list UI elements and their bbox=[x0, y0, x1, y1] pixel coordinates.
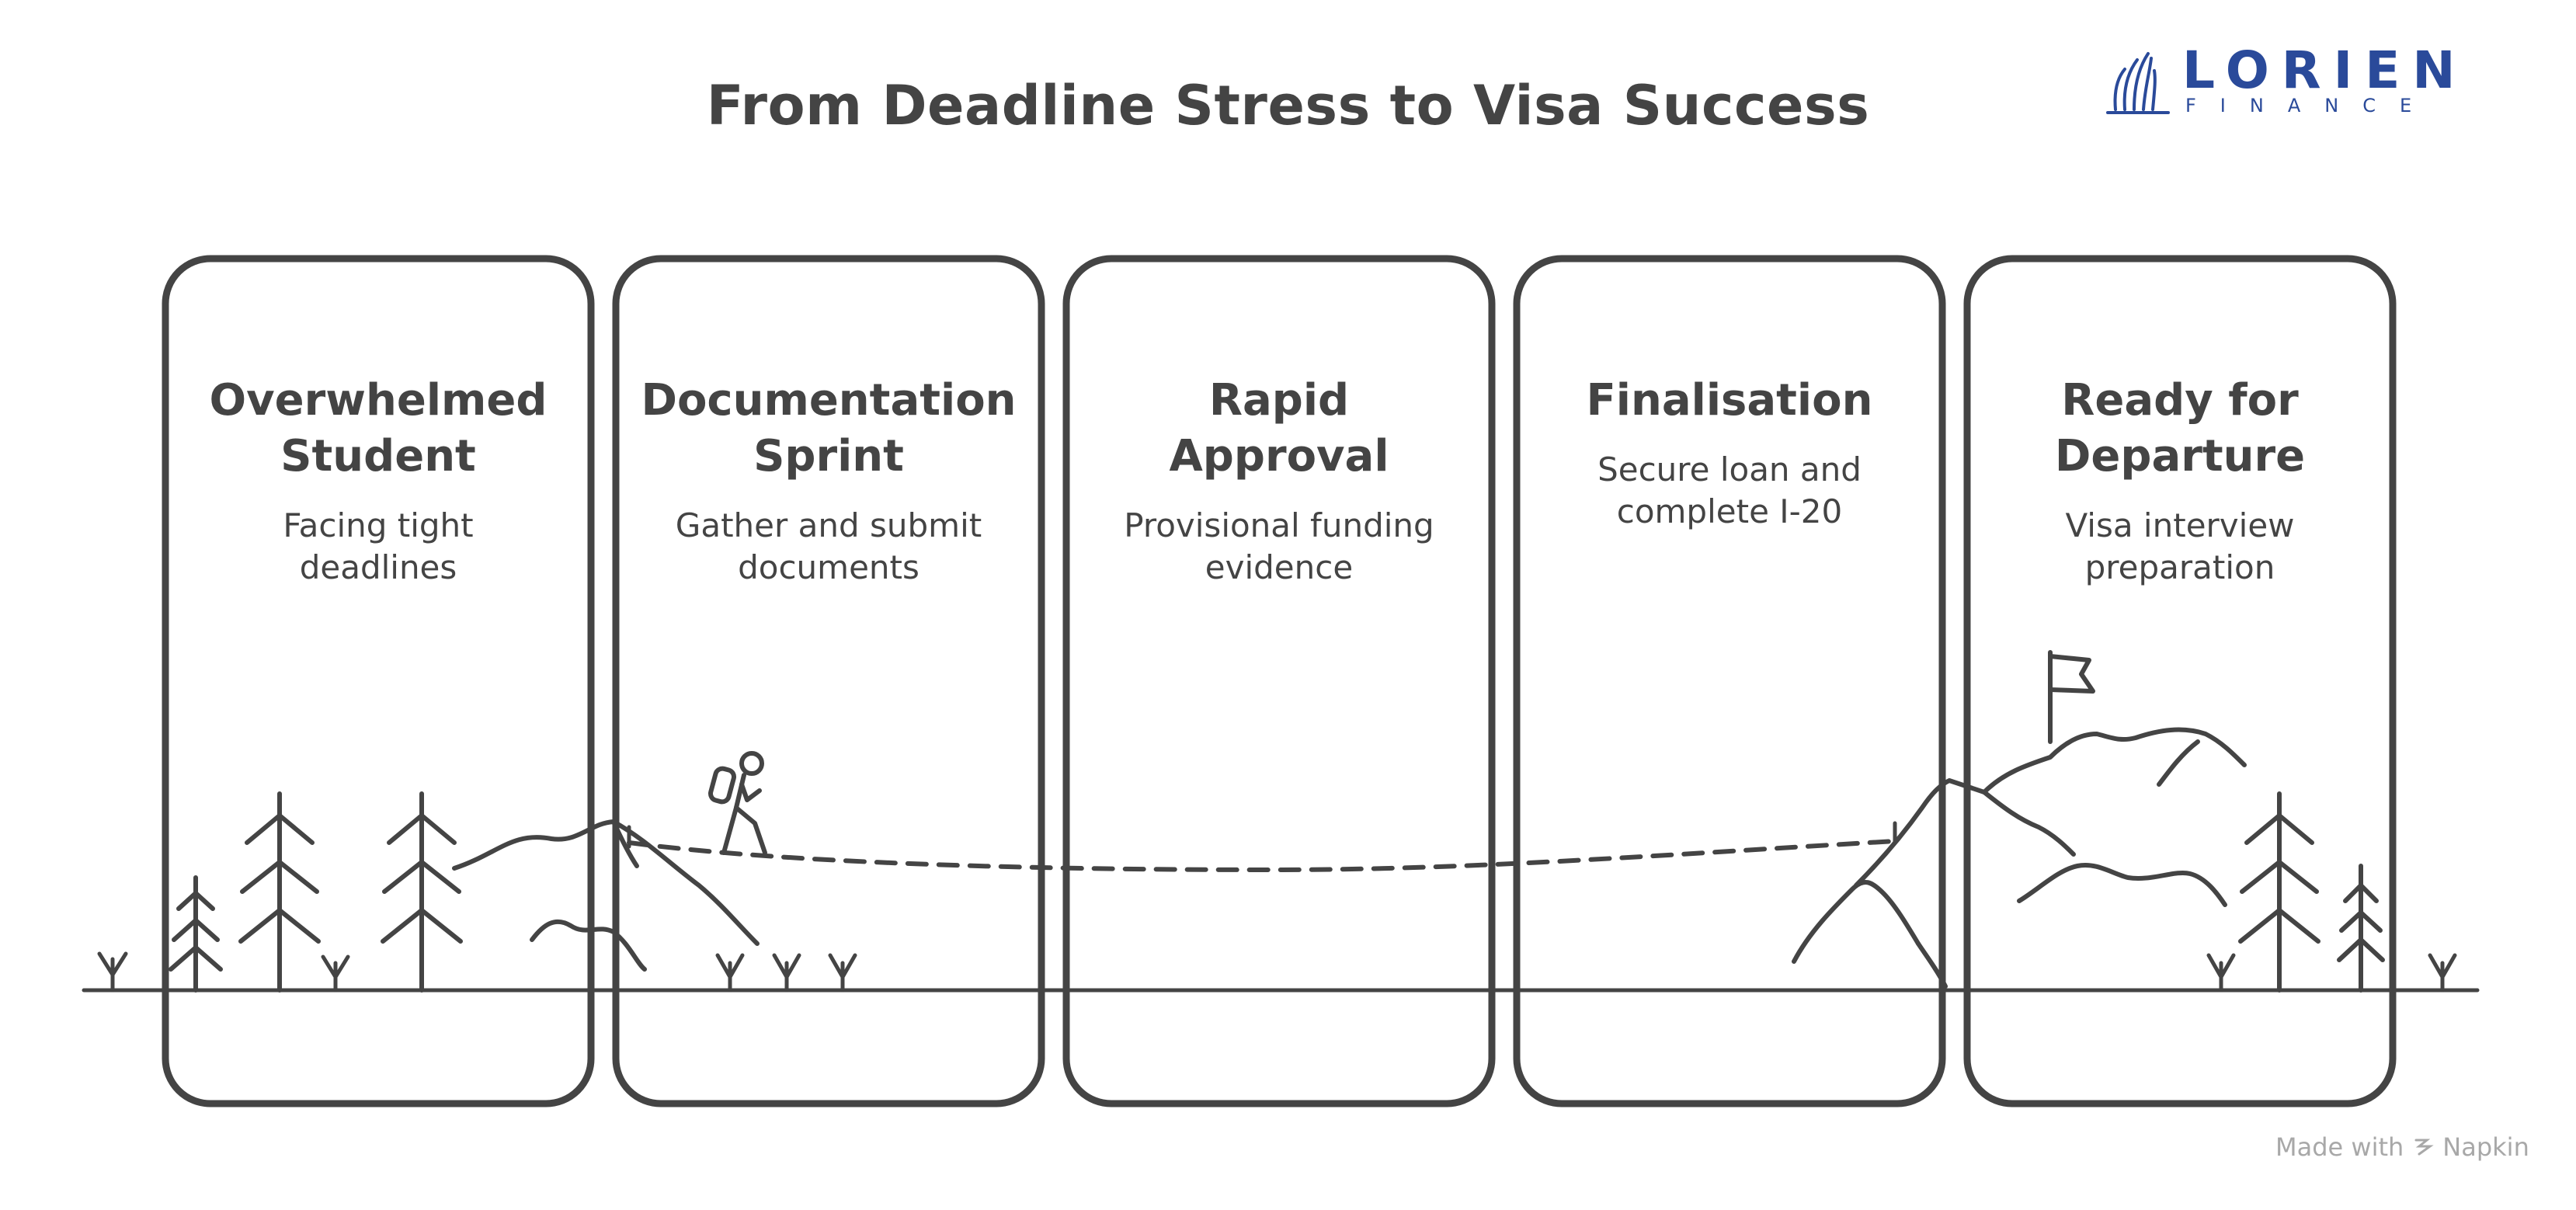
logo-name: LORIEN bbox=[2182, 40, 2468, 100]
grass-icon bbox=[97, 951, 2457, 993]
footer-made-with: Made with bbox=[2275, 1132, 2404, 1162]
stage-card-1 bbox=[162, 255, 595, 1107]
stage-description: Facing tight deadlines bbox=[283, 506, 474, 586]
stage-title: Ready for Departure bbox=[2054, 375, 2306, 482]
stage-card-5 bbox=[1963, 255, 2397, 1107]
logo-subtitle: FINANCE bbox=[2185, 95, 2436, 116]
stage-card-3 bbox=[1062, 255, 1496, 1107]
stage-1: Overwhelmed Student Facing tight deadlin… bbox=[165, 373, 591, 589]
stage-card-2 bbox=[612, 255, 1045, 1107]
stage-description: Gather and submit documents bbox=[675, 506, 982, 586]
tree-icon bbox=[238, 791, 321, 993]
stage-description: Provisional funding evidence bbox=[1124, 506, 1434, 586]
mountain-icon bbox=[452, 819, 760, 972]
page-title: From Deadline Stress to Visa Success bbox=[706, 74, 1870, 137]
lorien-finance-logo: LORIEN FINANCE bbox=[2105, 45, 2493, 123]
stage-title: Finalisation bbox=[1586, 375, 1873, 426]
stage-3: Rapid Approval Provisional funding evide… bbox=[1066, 373, 1492, 589]
stage-4: Finalisation Secure loan and complete I-… bbox=[1517, 373, 1942, 533]
napkin-logo-icon bbox=[2414, 1139, 2434, 1156]
stage-title: Rapid Approval bbox=[1169, 375, 1389, 482]
tree-icon bbox=[381, 791, 463, 993]
flag-icon bbox=[2048, 650, 2095, 744]
stage-description: Secure loan and complete I-20 bbox=[1597, 450, 1862, 530]
tree-icon bbox=[2337, 864, 2385, 993]
stage-2: Documentation Sprint Gather and submit d… bbox=[616, 373, 1041, 589]
stage-card-4 bbox=[1513, 255, 1946, 1107]
tree-icon bbox=[169, 875, 223, 993]
lorien-logo-icon bbox=[2106, 52, 2170, 114]
stage-description: Visa interview preparation bbox=[2065, 506, 2295, 586]
tree-icon bbox=[2238, 791, 2320, 993]
stage-title: Overwhelmed Student bbox=[209, 375, 548, 482]
stage-5: Ready for Departure Visa interview prepa… bbox=[1967, 373, 2393, 589]
hiker-icon bbox=[707, 751, 767, 855]
mountain-icon bbox=[1792, 727, 2247, 989]
stage-title: Documentation Sprint bbox=[641, 375, 1017, 482]
footer-brand: Napkin bbox=[2442, 1132, 2529, 1162]
journey-path bbox=[627, 839, 1897, 872]
made-with-napkin-footer[interactable]: Made with Napkin bbox=[2275, 1132, 2529, 1162]
